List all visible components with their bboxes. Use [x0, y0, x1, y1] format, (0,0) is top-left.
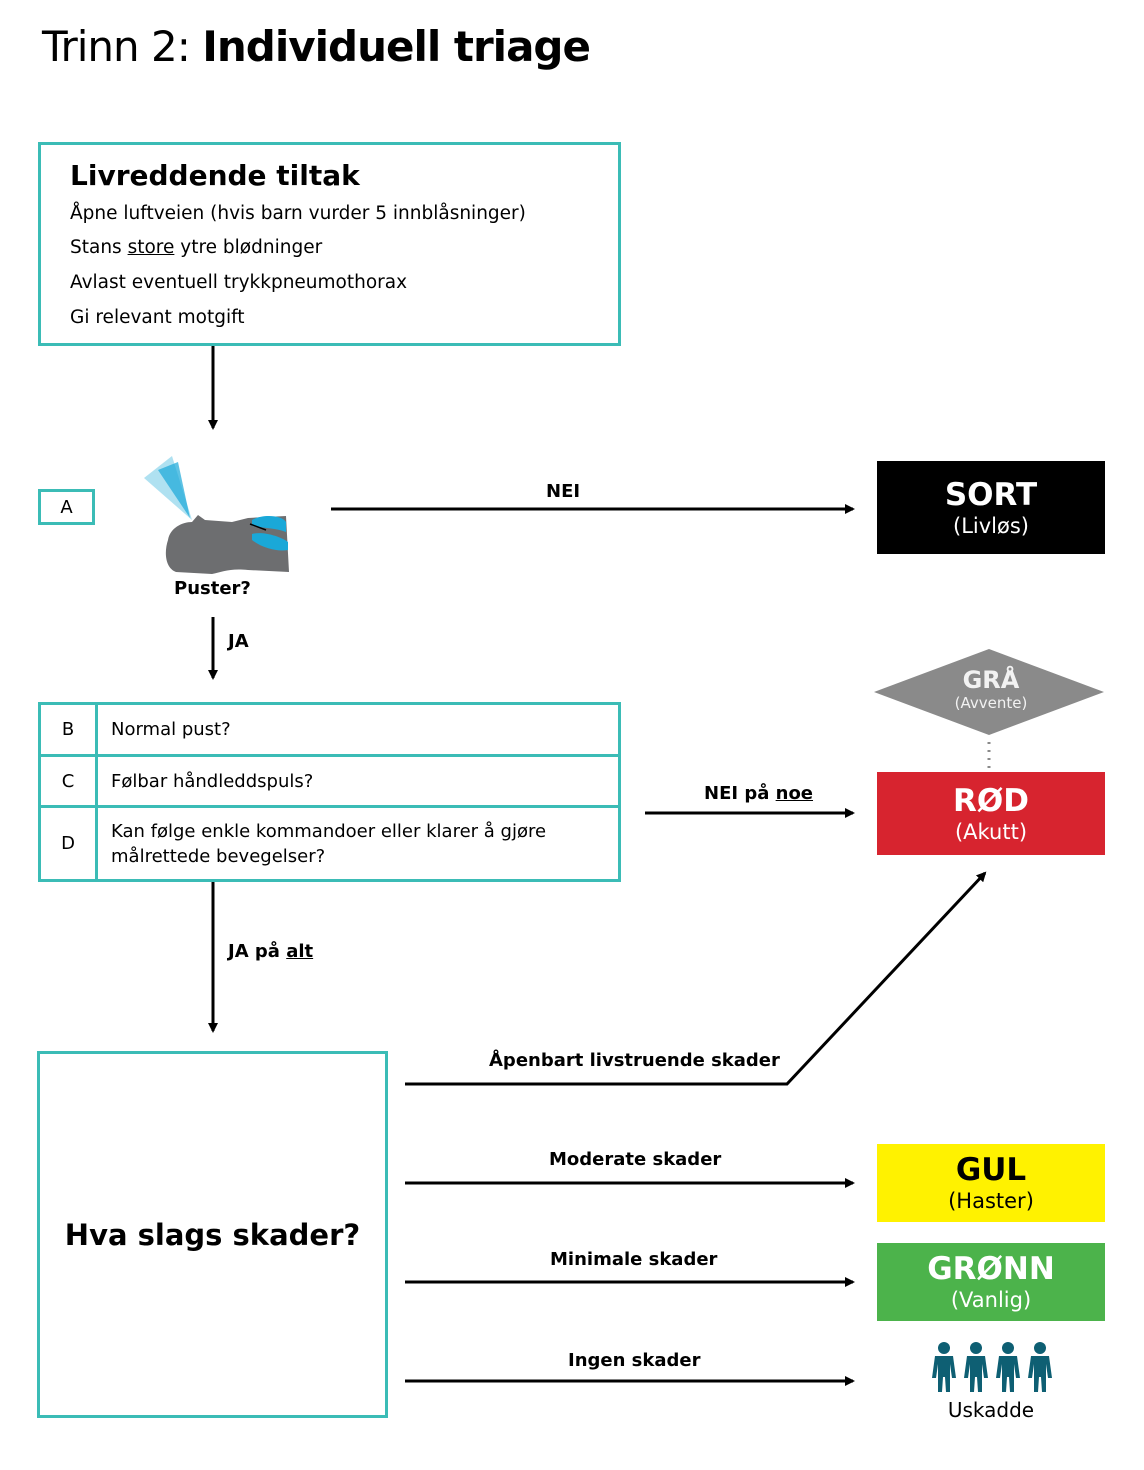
label-ja-pa-alt: JA på alt: [228, 941, 313, 962]
category-gul-desc: (Haster): [948, 1189, 1034, 1213]
uskadde-people-icon: [932, 1342, 1052, 1392]
category-uskadde-label: Uskadde: [947, 1398, 1035, 1422]
category-rod-desc: (Akutt): [954, 819, 1028, 844]
label-noe: noe: [775, 783, 814, 804]
arrow-life-threatening: [405, 871, 987, 1086]
airway-letter-box: A: [38, 489, 95, 525]
category-gra-name: GRÅ: [962, 666, 1020, 694]
label-nei: NEI: [546, 481, 581, 502]
title-main: Individuell triage: [202, 22, 591, 71]
bcd-checks-table: B Normal pust? C Følbar håndleddspuls? D…: [38, 702, 621, 882]
check-question-b: Normal pust?: [111, 719, 231, 740]
measure-pneumothorax: Avlast eventuell trykkpneumothorax: [70, 272, 408, 293]
category-sort: SORT (Livløs): [877, 461, 1105, 554]
check-question-d: Kan følge enkle kommandoer eller klarer …: [111, 820, 547, 867]
check-letter-b: B: [41, 705, 98, 754]
category-gra-desc: (Avvente): [954, 694, 1028, 712]
label-nei-pa-noe: NEI på noe: [704, 783, 813, 804]
category-sort-name: SORT: [944, 476, 1038, 513]
check-row-c: C Følbar håndleddspuls?: [41, 757, 618, 808]
life-saving-measures-box: Livreddende tiltak Åpne luftveien (hvis …: [38, 142, 621, 346]
category-gul-name: GUL: [955, 1152, 1027, 1188]
category-gronn-desc: (Vanlig): [950, 1288, 1032, 1312]
label-minimal: Minimale skader: [550, 1249, 718, 1270]
gra-diamond: [874, 649, 1104, 735]
category-gronn-name: GRØNN: [927, 1251, 1055, 1287]
page-title: Trinn 2: Individuell triage: [42, 22, 591, 71]
check-question-c: Følbar håndleddspuls?: [111, 770, 314, 792]
measure-bleeding: Stans store ytre blødninger: [70, 237, 322, 258]
category-sort-desc: (Livløs): [953, 513, 1029, 538]
label-alt: alt: [286, 941, 314, 962]
category-gul: GUL (Haster): [877, 1144, 1105, 1222]
label-nei-pa: NEI på: [704, 783, 776, 804]
airway-head-icon: [144, 456, 289, 574]
airway-letter: A: [60, 496, 73, 518]
check-row-b: B Normal pust?: [41, 705, 618, 757]
check-letter-d: D: [41, 808, 98, 879]
check-row-d: D Kan følge enkle kommandoer eller klare…: [41, 808, 618, 879]
measure-bleeding-a: Stans: [70, 237, 128, 258]
title-prefix: Trinn 2:: [42, 22, 191, 71]
label-moderate: Moderate skader: [549, 1149, 722, 1170]
category-gronn: GRØNN (Vanlig): [877, 1243, 1105, 1321]
breathing-question: Puster?: [174, 578, 251, 599]
category-rod-name: RØD: [953, 782, 1029, 819]
injury-question-box: Hva slags skader?: [37, 1051, 388, 1418]
label-ja-pa: JA på: [228, 941, 287, 962]
measure-bleeding-b: ytre blødninger: [174, 237, 323, 258]
category-rod: RØD (Akutt): [877, 772, 1105, 855]
category-gra: GRÅ (Avvente): [877, 666, 1105, 712]
measure-antidote: Gi relevant motgift: [70, 307, 245, 328]
injury-question: Hva slags skader?: [64, 1217, 361, 1252]
life-saving-heading: Livreddende tiltak: [70, 159, 360, 192]
label-ja: JA: [228, 631, 249, 652]
measure-airway: Åpne luftveien (hvis barn vurder 5 innbl…: [70, 203, 526, 224]
label-life-threatening: Åpenbart livstruende skader: [489, 1050, 780, 1071]
check-letter-c: C: [41, 757, 98, 805]
measure-bleeding-store: store: [127, 237, 175, 258]
label-none: Ingen skader: [568, 1350, 701, 1371]
